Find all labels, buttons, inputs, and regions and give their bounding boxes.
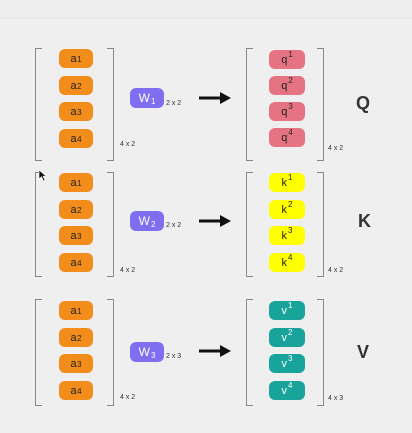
input-dimension-label: 4 x 2 — [120, 267, 136, 274]
input-matrix-right-bracket — [107, 172, 114, 277]
output-dimension-label: 4 x 2 — [328, 145, 344, 152]
input-dimension-label: 4 x 2 — [120, 141, 136, 148]
right-arrow-icon — [199, 92, 231, 104]
output-matrix-left-bracket — [246, 299, 253, 406]
output-matrix-left-bracket — [246, 48, 253, 161]
k-label: K — [358, 211, 371, 231]
input-matrix-left-bracket — [35, 172, 42, 277]
input-matrix-left-bracket — [35, 299, 42, 406]
output-dimension-label: 4 x 2 — [328, 267, 344, 274]
weight-dimension-label: 2 x 3 — [166, 353, 182, 360]
q-label: Q — [356, 93, 371, 113]
right-arrow-icon — [199, 215, 231, 227]
input-matrix-right-bracket — [107, 48, 114, 161]
output-matrix-right-bracket — [317, 172, 324, 277]
v-label: V — [357, 342, 370, 362]
input-dimension-label: 4 x 2 — [120, 394, 136, 401]
weight-dimension-label: 2 x 2 — [166, 100, 182, 107]
weight-dimension-label: 2 x 2 — [166, 222, 182, 229]
top-bar — [0, 0, 412, 19]
input-matrix-right-bracket — [107, 299, 114, 406]
input-matrix-left-bracket — [35, 48, 42, 161]
mouse-cursor-icon — [38, 169, 47, 182]
output-dimension-label: 4 x 3 — [328, 395, 344, 402]
output-matrix-right-bracket — [317, 299, 324, 406]
right-arrow-icon — [199, 345, 231, 357]
output-matrix-left-bracket — [246, 172, 253, 277]
output-matrix-right-bracket — [317, 48, 324, 161]
